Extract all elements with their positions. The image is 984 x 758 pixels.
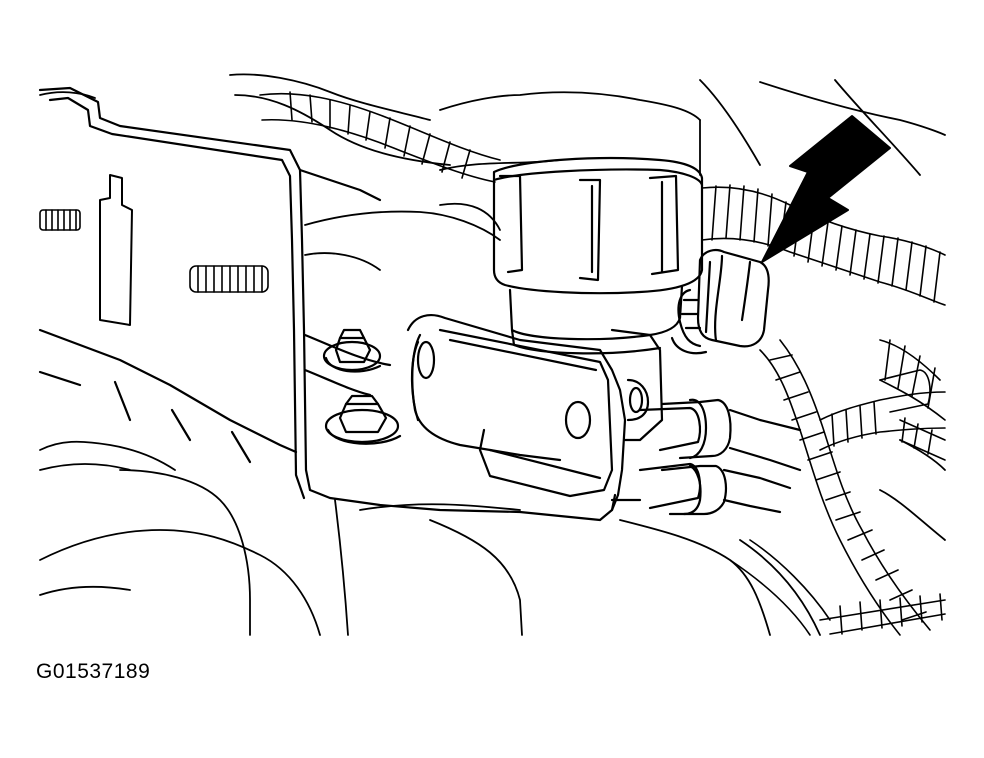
threaded-stud-center <box>189 265 269 293</box>
solenoid-valve-body <box>406 156 802 516</box>
threaded-stud-left <box>39 209 81 231</box>
electrical-connector <box>670 249 770 355</box>
wiring-harness-lower <box>729 339 946 636</box>
wiring-harness-upper <box>259 91 946 461</box>
figure-code-label: G01537189 <box>36 660 151 683</box>
hex-bolt-lower <box>324 394 402 445</box>
engine-background-lines <box>39 73 946 636</box>
hex-bolt-upper <box>322 328 382 373</box>
mounting-bracket <box>38 86 617 522</box>
pointer-arrow-icon <box>761 115 891 263</box>
